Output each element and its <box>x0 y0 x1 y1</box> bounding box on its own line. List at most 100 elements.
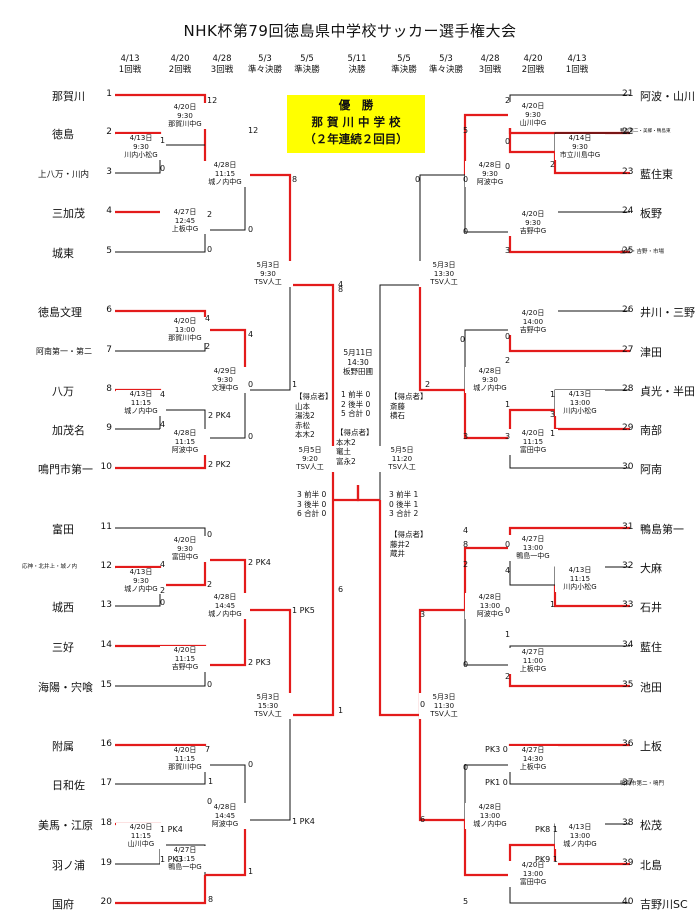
match-score: 8 <box>338 285 344 294</box>
tournament-title: NHK杯第79回徳島県中学校サッカー選手権大会 <box>183 22 517 40</box>
team-name: 城西 <box>52 601 74 614</box>
team-seed: 31 <box>622 522 634 532</box>
match-score: 4 <box>205 314 211 323</box>
match-score: PK3 0 <box>485 745 508 754</box>
match-score: 1 <box>292 380 298 389</box>
bracket-line <box>418 608 465 715</box>
team-name: 石井 <box>640 601 662 614</box>
bracket-line <box>356 485 380 502</box>
bracket-line <box>463 113 510 175</box>
match-score: 8 <box>292 175 298 184</box>
team-name: 徳島文理 <box>38 306 82 319</box>
team-seed: 11 <box>100 522 112 532</box>
bracket-line <box>205 820 247 877</box>
team-seed: 24 <box>622 206 634 216</box>
match-score: 2 PK4 <box>248 558 271 567</box>
team-name: 城東 <box>52 247 74 260</box>
team-seed: 36 <box>622 739 634 749</box>
match-score: 2 <box>463 560 469 569</box>
match-score: 0 <box>207 797 213 806</box>
team-seed: 38 <box>622 818 634 828</box>
match-score: 2 <box>207 210 213 219</box>
match-score: 1 PK4 <box>292 817 315 826</box>
champion-label: 優 勝 <box>338 98 374 112</box>
match-score: 0 <box>463 227 469 236</box>
bracket-line <box>379 284 420 500</box>
team-seed: 23 <box>622 167 634 177</box>
team-name: 羽ノ浦 <box>52 859 85 872</box>
team-seed: 9 <box>106 423 112 433</box>
match-score: 0 <box>460 335 466 344</box>
team-seed: 1 <box>106 89 112 99</box>
match-score: 6 <box>338 585 344 594</box>
team-name: 松茂 <box>640 819 662 832</box>
match-score: 1 <box>160 136 166 145</box>
bracket-line <box>205 610 247 667</box>
bracket-line <box>463 546 510 610</box>
bracket-line <box>115 875 207 905</box>
match-score: 0 <box>505 137 511 146</box>
team-seed: 40 <box>622 897 634 907</box>
match-score: 1 PK4 <box>160 825 183 834</box>
team-seed: 32 <box>622 561 634 571</box>
match-score: 1 <box>505 400 511 409</box>
match-score: 4 <box>160 560 166 569</box>
team-name: 吉野川SC <box>640 898 688 911</box>
bracket-line <box>464 610 510 666</box>
team-name: 大麻 <box>640 562 662 575</box>
team-name: 応神・北井上・城ノ内 <box>22 564 78 570</box>
match-score: 8 <box>463 540 469 549</box>
match-score: PK9 1 <box>535 855 558 864</box>
team-name: 上八万・川内 <box>38 170 90 180</box>
match-score: 0 <box>415 175 421 184</box>
team-seed: 22 <box>622 127 634 137</box>
team-name: 附属 <box>52 740 74 753</box>
team-name: 藍住 <box>640 641 662 654</box>
match-score: PK1 0 <box>485 778 508 787</box>
match-score: 2 <box>505 672 511 681</box>
bracket-line <box>205 764 246 820</box>
match-score: 6 <box>420 815 426 824</box>
team-name: 藍住東 <box>640 168 673 181</box>
team-name: 阿南 <box>640 463 662 476</box>
match-score: 8 <box>208 895 214 904</box>
team-name: 阿南第一・第二 <box>36 347 92 356</box>
match-score: 2 <box>207 580 213 589</box>
match-score: 0 <box>248 432 254 441</box>
match-score: 0 <box>505 606 511 615</box>
team-name: 鳴門市第二・鳴門 <box>620 781 665 787</box>
team-seed: 27 <box>622 345 634 355</box>
match-score: 5 <box>463 126 469 135</box>
team-name: 池田 <box>640 681 662 694</box>
bracket-line <box>418 285 465 392</box>
team-seed: 8 <box>106 384 112 394</box>
match-score: 0 <box>248 380 254 389</box>
team-seed: 16 <box>100 739 112 749</box>
match-score: 2 <box>550 160 556 169</box>
bracket-line <box>205 390 246 439</box>
team-seed: 25 <box>622 246 634 256</box>
match-score: 0 <box>420 700 426 709</box>
match-score: 7 <box>205 745 211 754</box>
team-seed: 21 <box>622 89 634 99</box>
